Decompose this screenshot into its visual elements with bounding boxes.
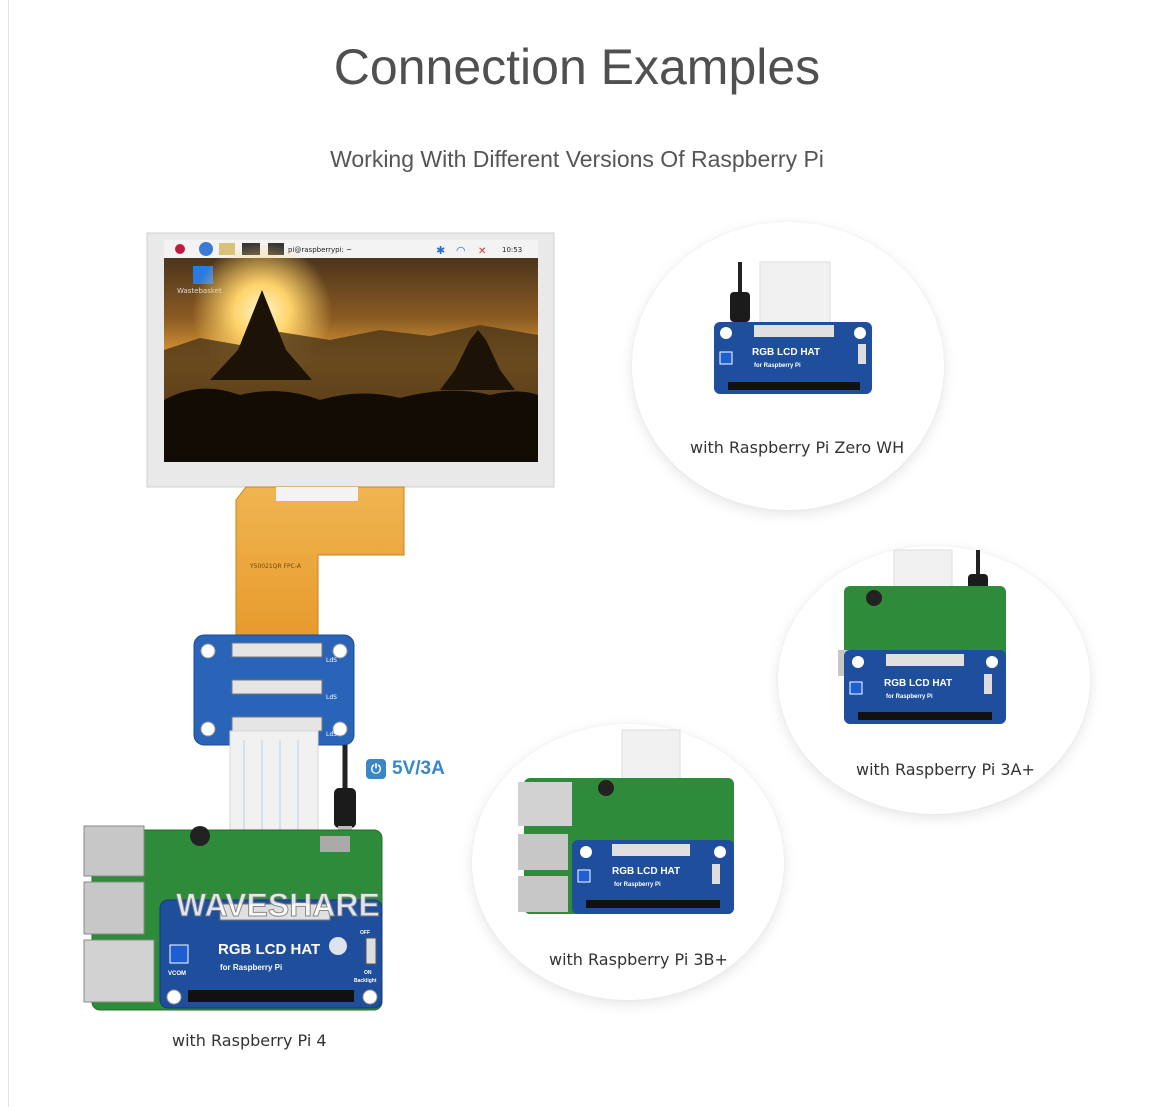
waveshare-logo-badge	[329, 937, 347, 955]
hat-mount-hole	[714, 846, 726, 858]
pi-3b-plus-illustration: RGB LCD HAT for Raspberry Pi	[518, 729, 734, 914]
vcom-potentiometer	[849, 681, 863, 695]
rgb-lcd-hat	[844, 650, 1006, 724]
backlight-switch	[365, 937, 377, 965]
hat-fpc-connector	[754, 325, 834, 337]
backlight-switch	[984, 674, 992, 694]
hat-mount-hole	[580, 846, 592, 858]
power-spec-label: 5V/3A	[392, 758, 445, 779]
hat-mount-hole	[852, 656, 864, 668]
hat-vcom-label: VCOM	[168, 971, 186, 977]
hat-subtitle: for Raspberry Pi	[614, 882, 661, 888]
adapter-connector-label: LdS	[326, 731, 337, 738]
usb-port	[83, 825, 145, 877]
ethernet-port	[83, 939, 155, 1003]
usb-port	[518, 876, 568, 912]
backlight-switch	[858, 344, 866, 364]
volume-icon: ✕	[478, 246, 486, 257]
adapter-connector-label: LdS	[326, 657, 337, 664]
audio-jack	[190, 826, 210, 846]
hat-mount-hole	[854, 327, 866, 339]
hat-fpc-connector	[886, 654, 964, 666]
hat-subtitle: for Raspberry Pi	[754, 363, 801, 369]
vcom-potentiometer	[719, 351, 733, 365]
rgb-lcd-hat	[572, 840, 734, 914]
raspberry-menu-icon	[175, 244, 185, 254]
usb-port	[518, 834, 568, 870]
audio-jack	[598, 780, 614, 796]
rgb-lcd-hat	[714, 322, 872, 394]
vcom-potentiometer	[577, 869, 591, 883]
fpc-white-tab	[276, 487, 358, 501]
adapter-mount-hole	[332, 643, 348, 659]
page-title: Connection Examples	[333, 39, 821, 95]
example-circle-pi-3a-plus: RGB LCD HAT for Raspberry Pi with Raspbe…	[778, 546, 1090, 814]
pi-3a-plus-board	[844, 586, 1006, 666]
pi4-usbc-port	[320, 836, 350, 852]
trees-silhouette	[164, 388, 538, 462]
bluetooth-icon: ✱	[436, 244, 445, 257]
gpio-header	[858, 712, 992, 720]
caption-pi-zero-wh: with Raspberry Pi Zero WH	[690, 438, 905, 457]
browser-icon	[199, 242, 213, 256]
adapter-connector	[231, 642, 323, 658]
caption-pi-3a-plus: with Raspberry Pi 3A+	[856, 760, 1035, 779]
hat-title: RGB LCD HAT	[612, 866, 680, 877]
hat-mount-hole	[166, 989, 182, 1005]
hat-subtitle: for Raspberry Pi	[886, 694, 933, 700]
example-circle-pi-zero-wh: RGB LCD HAT for Raspberry Pi with Raspbe…	[632, 222, 944, 510]
hat-mount-hole	[986, 656, 998, 668]
rgb-lcd-hat	[159, 899, 383, 1009]
taskbar-prompt: pi@raspberrypi: ~	[288, 246, 352, 254]
hat-switch-off: OFF	[360, 930, 370, 936]
taskbar-clock: 10:53	[502, 246, 522, 254]
caption-pi4: with Raspberry Pi 4	[172, 1031, 327, 1050]
adapter-connector	[231, 679, 323, 695]
adapter-mount-hole	[332, 721, 348, 737]
adapter-mount-hole	[200, 643, 216, 659]
pi-zero-wh-illustration: RGB LCD HAT for Raspberry Pi	[714, 261, 872, 394]
backlight-switch	[712, 864, 720, 884]
usbc-plug	[334, 788, 356, 828]
hat-fpc-connector	[612, 844, 690, 856]
power-icon: ⏻	[366, 759, 386, 779]
adapter-connector	[231, 716, 323, 732]
example-circle-pi-3b-plus: RGB LCD HAT for Raspberry Pi with Raspbe…	[472, 724, 784, 1000]
ethernet-port	[518, 782, 572, 826]
vcom-potentiometer	[169, 944, 189, 964]
page-subtitle: Working With Different Versions Of Raspb…	[330, 146, 824, 172]
gpio-header	[728, 382, 860, 390]
ribbon-cable	[759, 261, 831, 325]
hat-switch-on: ON	[364, 970, 372, 976]
gpio-header	[586, 900, 720, 908]
hat-fpc-connector	[219, 903, 331, 921]
hat-subtitle: for Raspberry Pi	[220, 963, 282, 972]
waveshare-watermark: WAVESHARE	[176, 887, 380, 923]
hat-title: RGB LCD HAT	[752, 347, 820, 358]
adapter-mount-hole	[200, 721, 216, 737]
hat-mount-hole	[720, 327, 732, 339]
gpio-header	[188, 990, 354, 1002]
wifi-icon: ◠	[456, 244, 466, 257]
adapter-connector-label: LdS	[326, 694, 337, 701]
page-left-border	[8, 0, 9, 1107]
pi-3a-plus-illustration: RGB LCD HAT for Raspberry Pi	[838, 549, 1006, 724]
power-spec: ⏻ 5V/3A	[366, 758, 445, 780]
hat-title: RGB LCD HAT	[884, 678, 952, 689]
temple-silhouette	[210, 290, 515, 390]
hat-mount-hole	[362, 989, 378, 1005]
hat-title: RGB LCD HAT	[218, 941, 320, 958]
hat-backlight-label: Backlight	[354, 978, 377, 984]
fpc-label: Y50021QR FPC-A	[249, 563, 302, 570]
usb-port	[83, 881, 145, 935]
caption-pi-3b-plus: with Raspberry Pi 3B+	[549, 950, 728, 969]
usb-plug	[730, 292, 750, 322]
audio-jack	[866, 590, 882, 606]
